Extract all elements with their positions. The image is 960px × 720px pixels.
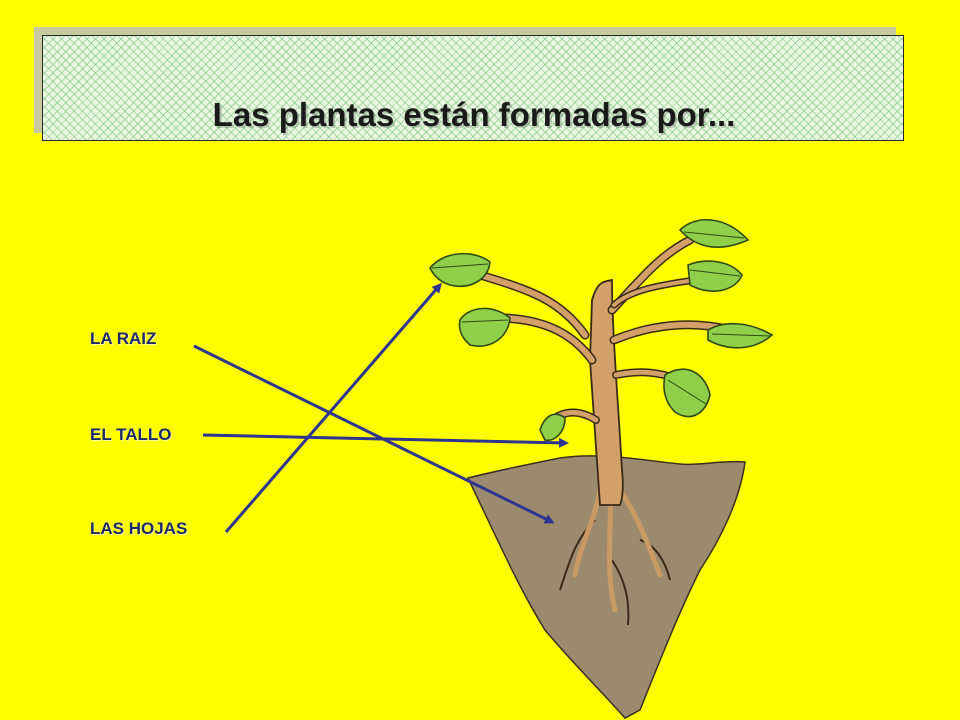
leaves <box>429 219 774 442</box>
arrow-hojas <box>224 282 442 533</box>
leaf-veins <box>431 231 771 405</box>
title-box: Las plantas están formadas por... <box>42 35 904 141</box>
matching-arrows <box>193 282 569 533</box>
arrow-raiz <box>193 344 555 524</box>
arrow-tallo <box>202 433 569 448</box>
label-hojas: LAS HOJAS <box>90 519 188 538</box>
label-raiz: LA RAIZ <box>90 329 157 348</box>
soil <box>466 455 746 719</box>
slide-title: Las plantas están formadas por... <box>212 96 736 133</box>
label-tallo: EL TALLO <box>90 425 172 444</box>
